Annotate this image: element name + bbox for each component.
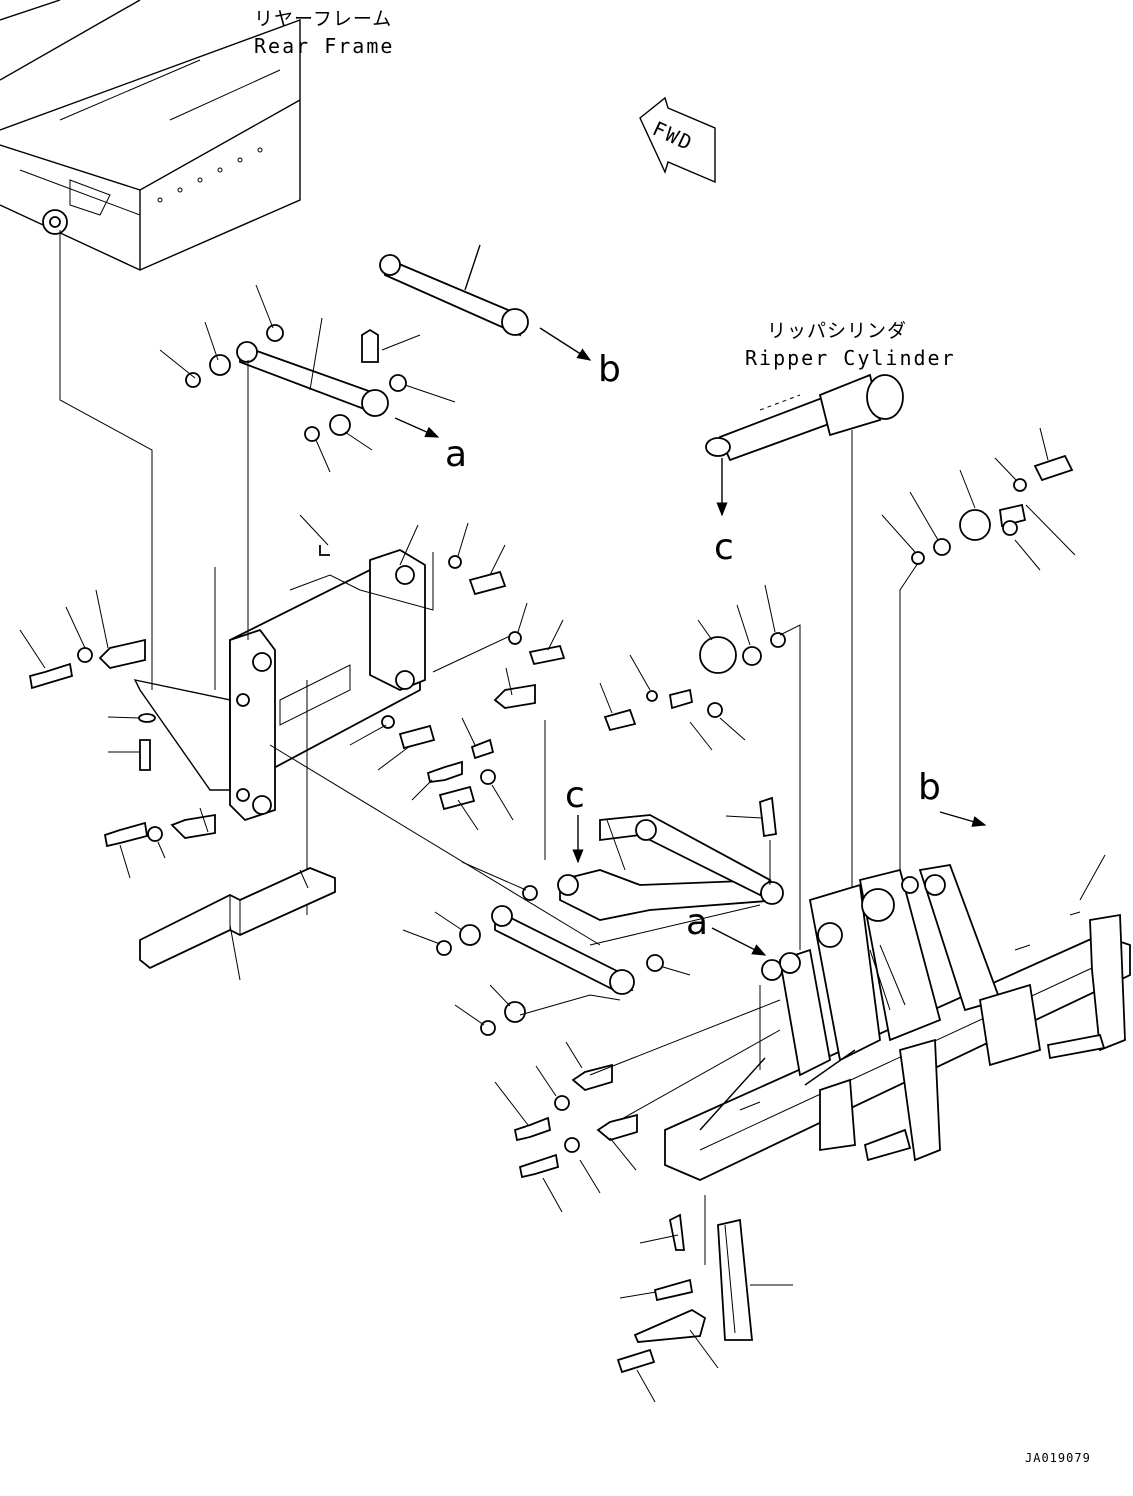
document-id: JA019079 (1025, 1451, 1091, 1465)
ripper-cylinder-label-en: Ripper Cylinder (745, 346, 956, 370)
callout-a-mid: a (686, 902, 709, 943)
fwd-arrow (639, 96, 716, 184)
ripper-beam (664, 811, 1131, 1181)
rear-frame-label-jp: リヤーフレーム (254, 8, 393, 30)
assembly-guide-lines (59, 230, 601, 946)
bracket-fasteners (19, 514, 566, 879)
cover-plate (139, 867, 336, 981)
callout-c-mid: c (565, 775, 585, 816)
ripper-bracket (133, 549, 426, 822)
callout-b-right: b (918, 767, 941, 808)
lower-links (402, 796, 784, 1036)
beam-fasteners (494, 999, 781, 1213)
trunnion-parts (599, 427, 1076, 950)
callout-b-top: b (598, 349, 621, 390)
upper-link-b (379, 244, 592, 361)
shank-tip (616, 1195, 793, 1403)
ripper-cylinder (705, 373, 904, 890)
connection-lines (699, 1049, 856, 1131)
callout-c-top: c (714, 527, 734, 568)
callout-a-top: a (445, 434, 468, 475)
rear-frame (0, 0, 301, 271)
upper-link-a (159, 284, 456, 473)
ripper-cylinder-label-jp: リッパシリンダ (767, 320, 908, 342)
rear-frame-label-en: Rear Frame (254, 34, 395, 58)
